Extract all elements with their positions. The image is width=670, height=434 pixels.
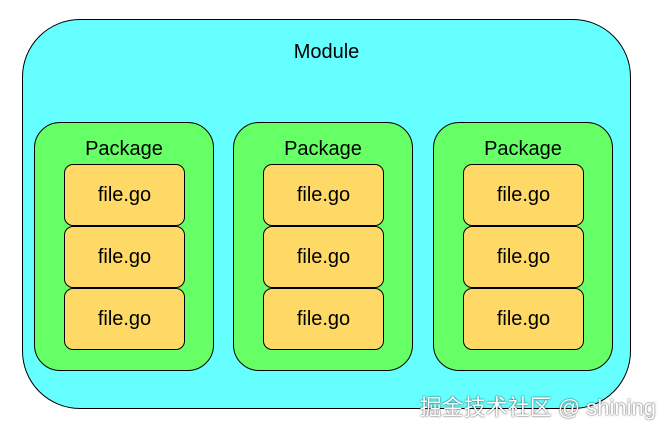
watermark: 掘金技术社区 @ shining <box>419 395 656 420</box>
file-box: file.go <box>64 164 185 226</box>
package-label: Package <box>85 138 163 160</box>
file-box: file.go <box>263 164 384 226</box>
file-box: file.go <box>463 164 584 226</box>
package-1: Package file.go file.go file.go <box>34 122 214 371</box>
file-box: file.go <box>463 226 584 288</box>
module-label: Module <box>293 41 360 63</box>
module-container: Module Package file.go file.go file.go P… <box>22 19 631 409</box>
file-box: file.go <box>64 226 185 288</box>
package-label: Package <box>484 138 562 160</box>
file-box: file.go <box>463 288 584 350</box>
package-2: Package file.go file.go file.go <box>233 122 413 371</box>
file-box: file.go <box>263 226 384 288</box>
package-3: Package file.go file.go file.go <box>433 122 613 371</box>
package-label: Package <box>284 138 362 160</box>
file-box: file.go <box>263 288 384 350</box>
file-box: file.go <box>64 288 185 350</box>
